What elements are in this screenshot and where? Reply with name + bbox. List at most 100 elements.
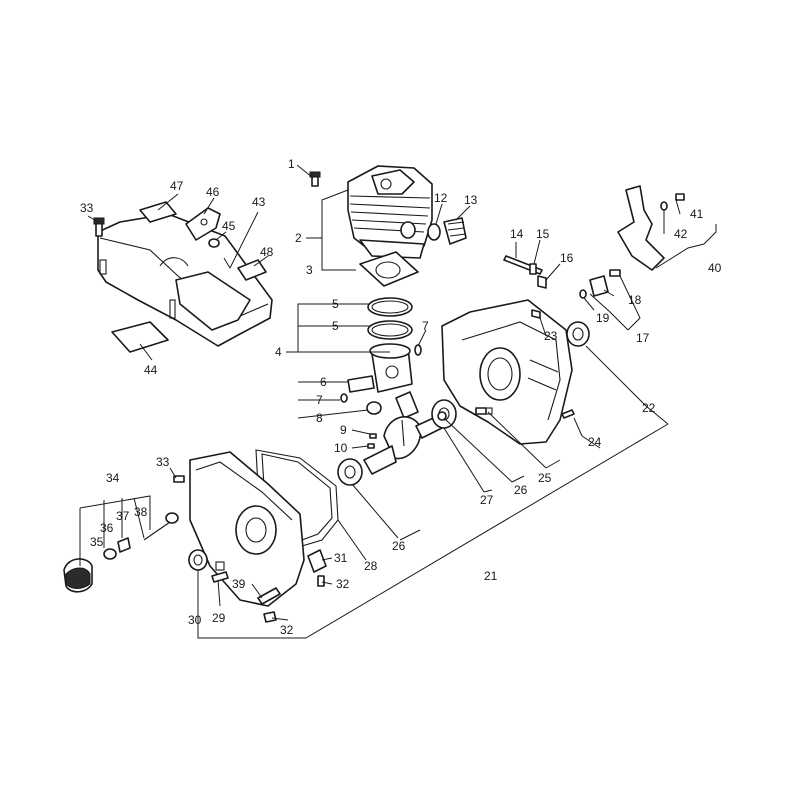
crankcase-right — [441, 299, 573, 445]
callout-23: 23 — [544, 329, 558, 343]
callout-10: 10 — [334, 441, 348, 455]
seal-22 — [566, 321, 590, 347]
callout-32b: 32 — [280, 623, 294, 637]
callout-38: 38 — [134, 505, 148, 519]
callout-9: 9 — [340, 423, 347, 437]
plug-45 — [208, 238, 220, 248]
bolt-17 — [609, 269, 621, 277]
pin-16 — [537, 275, 547, 289]
callout-28: 28 — [364, 559, 378, 573]
callout-33b: 33 — [156, 455, 170, 469]
callout-15: 15 — [536, 227, 550, 241]
bolt-24 — [561, 409, 575, 419]
callout-8: 8 — [316, 411, 323, 425]
callout-48: 48 — [260, 245, 274, 259]
callout-47: 47 — [170, 179, 184, 193]
o-ring-36 — [103, 548, 117, 560]
crankcase-left — [189, 451, 305, 607]
washer-19 — [579, 289, 587, 299]
piston-ring-5b — [367, 320, 413, 340]
callout-25: 25 — [538, 471, 552, 485]
callout-43: 43 — [252, 195, 266, 209]
callout-19: 19 — [596, 311, 610, 325]
spacer-18 — [589, 275, 609, 297]
callout-22: 22 — [642, 401, 656, 415]
callout-21: 21 — [484, 569, 498, 583]
callout-labels: 1 2 3 4 5 5 6 7 7 8 9 10 12 13 14 15 16 … — [80, 157, 722, 637]
decal-44 — [111, 321, 169, 353]
callout-32a: 32 — [336, 577, 350, 591]
screw-41 — [675, 193, 685, 201]
callout-2: 2 — [295, 231, 302, 245]
callout-42: 42 — [674, 227, 688, 241]
key-9 — [369, 433, 377, 439]
screw-32a — [317, 575, 325, 587]
callout-12: 12 — [434, 191, 448, 205]
callout-14: 14 — [510, 227, 524, 241]
o-ring-12 — [427, 223, 441, 241]
callout-33a: 33 — [80, 201, 94, 215]
cylinder — [347, 165, 433, 259]
stud-23 — [531, 309, 541, 319]
callout-34: 34 — [106, 471, 120, 485]
bearing-26a — [337, 458, 363, 486]
screw-32b — [263, 611, 277, 623]
oil-cap-35 — [63, 558, 93, 593]
screw-33b — [173, 475, 185, 483]
washer-42 — [660, 201, 668, 211]
filter-37 — [117, 537, 131, 553]
callout-4: 4 — [275, 345, 282, 359]
callout-7b: 7 — [316, 393, 323, 407]
callout-6: 6 — [320, 375, 327, 389]
callout-7a: 7 — [422, 319, 429, 333]
screw-29 — [211, 571, 229, 583]
callout-1: 1 — [288, 157, 295, 171]
callout-27: 27 — [480, 493, 494, 507]
leader-lines — [79, 164, 717, 639]
callout-36: 36 — [100, 521, 114, 535]
plate-46 — [185, 207, 221, 241]
nut-15 — [529, 263, 537, 275]
callout-24: 24 — [588, 435, 602, 449]
callout-31: 31 — [334, 551, 348, 565]
callout-44: 44 — [144, 363, 158, 377]
piston-ring-5a — [367, 297, 413, 317]
callout-5b: 5 — [332, 319, 339, 333]
hose-38 — [143, 512, 179, 541]
callout-5a: 5 — [332, 297, 339, 311]
callout-41: 41 — [690, 207, 704, 221]
pin-10 — [367, 443, 375, 449]
piston-pin-6 — [347, 375, 375, 393]
bushing-25 — [475, 407, 487, 415]
gasket-3 — [359, 251, 419, 287]
seal-30 — [188, 549, 208, 571]
needle-bearing-8 — [366, 401, 382, 415]
bearing-26b — [437, 411, 447, 421]
callout-39: 39 — [232, 577, 246, 591]
callout-45: 45 — [222, 219, 236, 233]
callout-35: 35 — [90, 535, 104, 549]
callout-18: 18 — [628, 293, 642, 307]
callout-29: 29 — [212, 611, 226, 625]
piston — [369, 343, 413, 393]
callout-40: 40 — [708, 261, 722, 275]
cover-screw-33 — [93, 217, 105, 237]
callout-13: 13 — [464, 193, 478, 207]
callout-17: 17 — [636, 331, 650, 345]
cylinder-screw-1 — [309, 171, 321, 187]
chain-catcher-40 — [617, 185, 665, 271]
callout-16: 16 — [560, 251, 574, 265]
callout-3: 3 — [306, 263, 313, 277]
decal-47 — [139, 201, 177, 223]
callout-30: 30 — [188, 613, 202, 627]
callout-46: 46 — [206, 185, 220, 199]
callout-26a: 26 — [392, 539, 406, 553]
decal-48 — [237, 259, 267, 281]
callout-26b: 26 — [514, 483, 528, 497]
callout-37: 37 — [116, 509, 130, 523]
bolt-39 — [257, 587, 281, 605]
bracket-31 — [307, 549, 327, 573]
intake-boot-13 — [443, 217, 467, 245]
top-cover — [97, 213, 273, 347]
